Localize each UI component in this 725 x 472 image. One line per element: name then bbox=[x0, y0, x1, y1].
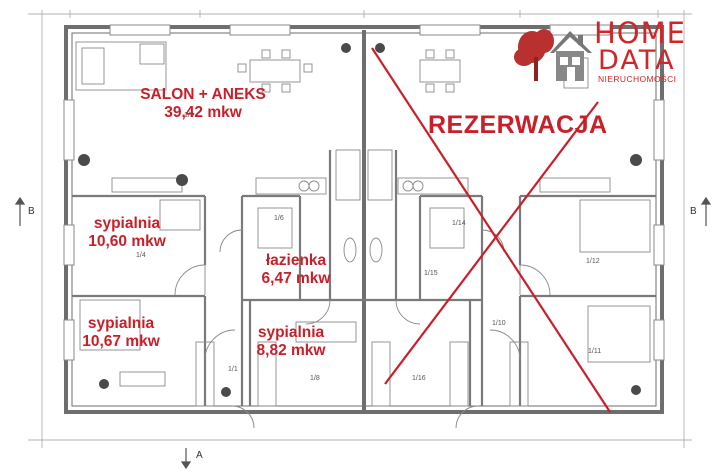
logo-text-home: HOME bbox=[594, 16, 686, 50]
room-label-sypialnia-1: sypialnia 10,60 mkw bbox=[72, 215, 182, 251]
interior-walls bbox=[72, 150, 656, 406]
room-code: 1/12 bbox=[586, 258, 600, 265]
logo-text-subtitle: NIERUCHOMOŚCI bbox=[598, 74, 677, 84]
section-mark-right: B bbox=[690, 206, 697, 217]
room-area: 10,60 mkw bbox=[88, 232, 166, 250]
windows bbox=[63, 24, 665, 361]
room-code: 1/14 bbox=[452, 220, 466, 227]
room-label-sypialnia-3: sypialnia 8,82 mkw bbox=[236, 324, 346, 360]
logo-text-data: DATA bbox=[598, 45, 676, 76]
room-label-salon: SALON + ANEKS 39,42 mkw bbox=[118, 86, 288, 122]
room-code: 1/11 bbox=[588, 348, 602, 355]
room-area: 6,47 mkw bbox=[261, 269, 331, 287]
room-name: sypialnia bbox=[87, 315, 155, 332]
dimension-lines bbox=[28, 10, 692, 448]
room-code: 1/5 bbox=[184, 112, 194, 119]
room-name: łazienka bbox=[265, 252, 327, 269]
room-name: SALON + ANEKS bbox=[140, 86, 266, 103]
house-tree-icon bbox=[514, 29, 592, 81]
room-area: 10,67 mkw bbox=[82, 332, 160, 350]
room-name: sypialnia bbox=[257, 324, 325, 341]
section-mark-bottom: A bbox=[196, 450, 203, 461]
room-code: 1/16 bbox=[412, 375, 426, 382]
plants bbox=[78, 43, 642, 397]
room-code: 1/1 bbox=[228, 366, 238, 373]
room-label-lazienka: łazienka 6,47 mkw bbox=[246, 252, 346, 288]
section-markers bbox=[14, 196, 712, 470]
room-code: 1/4 bbox=[136, 252, 146, 259]
room-area: 39,42 mkw bbox=[164, 103, 242, 121]
room-code: 1/8 bbox=[310, 375, 320, 382]
room-code: 1/10 bbox=[492, 320, 506, 327]
room-label-sypialnia-2: sypialnia 10,67 mkw bbox=[66, 315, 176, 351]
outer-walls bbox=[64, 25, 664, 414]
home-data-logo: HOME DATA NIERUCHOMOŚCI bbox=[512, 17, 708, 87]
room-code: 1/15 bbox=[424, 270, 438, 277]
room-name: sypialnia bbox=[93, 215, 161, 232]
room-code: 1/6 bbox=[274, 215, 284, 222]
section-mark-left: B bbox=[28, 206, 35, 217]
room-area: 8,82 mkw bbox=[256, 341, 326, 359]
reservation-stamp: REZERWACJA bbox=[428, 111, 608, 139]
reservation-cross bbox=[371, 47, 611, 413]
